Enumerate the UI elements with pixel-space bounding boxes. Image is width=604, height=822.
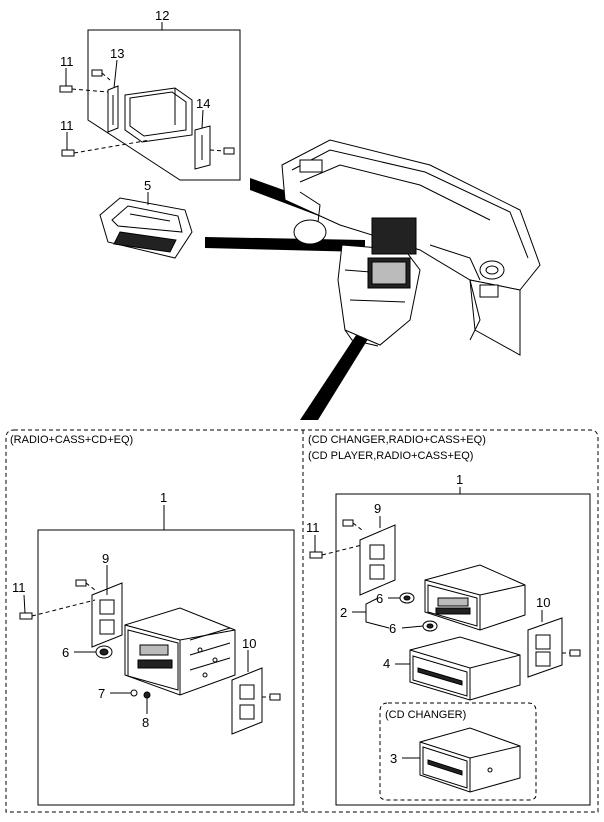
right-callout-9: 9 [374,501,381,516]
left-callout-11: 11 [12,580,26,595]
right-callout-4: 4 [383,656,390,671]
callout-14: 14 [196,96,210,111]
callout-13: 13 [110,46,124,61]
left-callout-6: 6 [62,645,69,660]
left-group-1-box [37,529,295,806]
group-12-outline [87,29,241,181]
left-screw-right [262,693,281,701]
display-unit [124,87,193,143]
pointer-wedge-2 [205,237,365,252]
right-callout-1: 1 [456,472,463,487]
callout-5: 5 [144,178,151,193]
left-callout-9: 9 [102,551,109,566]
right-group-1-box [335,493,591,806]
right-screw-top [342,519,363,531]
right-callout-11: 11 [306,520,320,535]
left-knob-6 [95,645,113,659]
left-radio-unit [124,607,236,696]
left-part-8 [143,691,151,699]
left-callout-7: 7 [98,686,105,701]
left-screw-top [75,579,96,591]
right-callout-10: 10 [536,595,550,610]
right-cd-player-4 [409,636,521,701]
right-screw-11 [309,544,363,559]
left-caption: (RADIO+CASS+CD+EQ) [10,434,133,446]
left-screw-11 [19,599,96,620]
callout-11-top: 11 [60,54,74,69]
callout-11-bottom: 11 [60,118,74,133]
bracket-14 [194,125,211,170]
left-callout-10: 10 [242,636,256,651]
control-panel-5 [99,197,193,259]
right-radio-unit [424,564,526,631]
left-part-7 [130,689,138,697]
right-caption-line2: (CD PLAYER,RADIO+CASS+EQ) [308,450,473,462]
right-bracket-9 [359,524,396,596]
right-caption-line1: (CD CHANGER,RADIO+CASS+EQ) [308,434,486,446]
dashboard-illustration [281,139,541,356]
screw-right [209,147,235,155]
right-cd-changer-box [379,702,537,801]
screw-top-small [91,69,111,81]
bottom-frame [5,429,599,813]
right-callout-6-top: 6 [376,591,383,606]
right-screw-right [562,649,581,657]
right-bracket-10 [527,617,563,678]
right-knob-6-bottom [422,620,438,632]
left-bracket-10 [231,667,263,735]
right-callout-3: 3 [390,751,397,766]
bracket-13 [107,85,119,133]
left-bracket-9 [91,582,123,648]
right-callout-6-bottom: 6 [389,621,396,636]
left-callout-8: 8 [142,715,149,730]
callout-12: 12 [155,8,169,23]
right-callout-2: 2 [340,605,347,620]
right-cd-changer-3 [419,727,521,793]
screw-11-bottom [61,139,151,157]
left-callout-1: 1 [160,490,167,505]
screw-11-top [59,85,109,93]
right-sub-caption: (CD CHANGER) [385,709,466,721]
right-knob-6-top [399,592,415,604]
